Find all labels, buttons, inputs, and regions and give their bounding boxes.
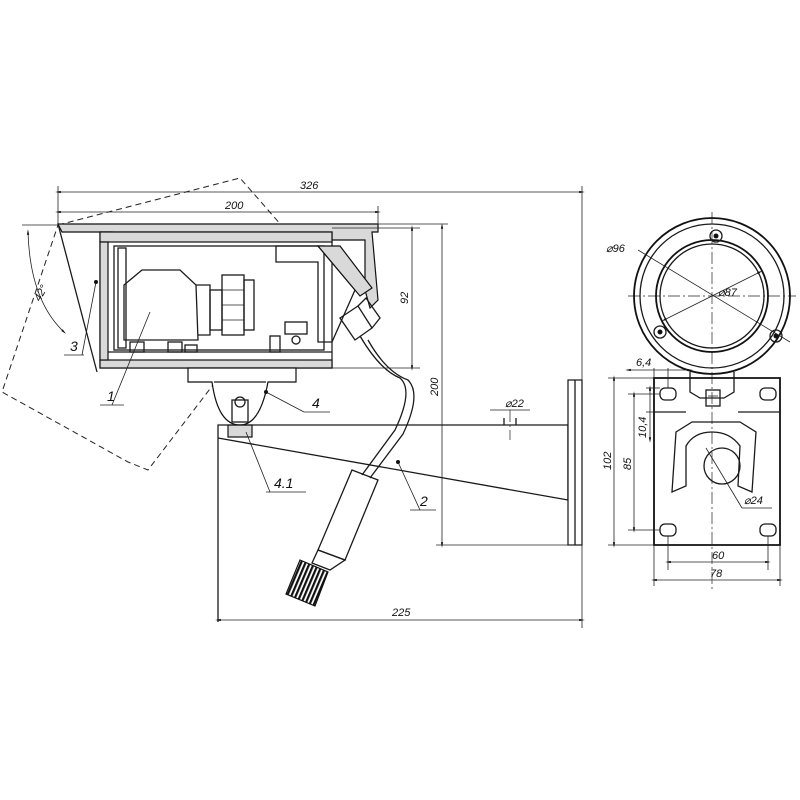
bracket-arm (217, 424, 569, 501)
housing-top-wall (99, 231, 333, 243)
dim-hole-spacing-horizontal: 60 (712, 550, 725, 562)
knurled-plug (285, 559, 329, 607)
housing-bottom-wall (99, 359, 333, 369)
plate-hole-br (759, 523, 777, 537)
camera-housing (99, 231, 333, 369)
connector-c (184, 344, 198, 353)
mount-bolt (231, 399, 249, 423)
dim-front-outer-diameter: ⌀96 (606, 243, 626, 255)
dim-overall-height: 200 (429, 377, 441, 397)
front-view: ⌀96 ⌀87 6,4 10,4 102 (602, 212, 796, 590)
leader-2 (397, 461, 421, 511)
front-screw-top (709, 229, 723, 243)
leader-24 (705, 447, 743, 509)
dim-housing-height: 92 (399, 292, 411, 304)
leader-3 (81, 281, 97, 356)
terminal-post (291, 335, 301, 345)
dim-mount-slot: 10,4 (637, 417, 649, 438)
callout-4: 4 (312, 395, 320, 411)
front-screw-left (653, 325, 667, 339)
cable-gland (339, 305, 373, 341)
dim-plate-height: 102 (602, 452, 614, 470)
front-bolt-hole (703, 447, 741, 485)
dim-line-87 (661, 270, 763, 322)
gland-nut (357, 296, 381, 329)
connector-a (129, 341, 145, 353)
plate-hole-tl (659, 387, 677, 401)
cable-connector (317, 469, 379, 561)
dim-arc-42 (26, 229, 67, 334)
front-housing-rim (639, 223, 785, 369)
pivot-bolt (234, 396, 246, 408)
tilted-housing-outline (1, 177, 311, 471)
callout-4-1: 4.1 (274, 475, 293, 491)
dim-tilt-angle: 42° (32, 283, 51, 304)
front-window-inner (659, 243, 765, 349)
dim-overall-length: 326 (300, 180, 319, 192)
leader-1 (111, 311, 151, 406)
leader-dot-3 (94, 280, 98, 284)
pivot-mount (187, 367, 297, 426)
front-neck-slot (705, 389, 721, 407)
dim-housing-length: 200 (224, 200, 244, 212)
dim-plate-width: 78 (710, 568, 723, 580)
side-view: 326 200 92 200 42° 225 ⌀22 1 2 (1, 177, 585, 628)
front-housing-outer (633, 217, 791, 375)
mount-nut (227, 424, 253, 438)
connector-b (167, 341, 183, 353)
front-mount-plate (653, 377, 781, 546)
dim-bracket-length: 225 (391, 607, 411, 619)
dim-front-inner-diameter: ⌀87 (718, 287, 738, 299)
callout-2: 2 (419, 493, 428, 509)
plate-hole-tr (759, 387, 777, 401)
leader-4 (265, 391, 305, 413)
connector-neck (311, 549, 347, 571)
dim-mount-offset: 6,4 (636, 357, 651, 369)
terminal-block (269, 335, 281, 353)
leader-dot-2 (396, 460, 400, 464)
front-screw-top-center (713, 233, 719, 239)
leader-dot-4 (264, 390, 268, 394)
front-screw-left-center (657, 329, 663, 335)
cable-edge (367, 339, 415, 479)
leader-41 (245, 431, 271, 493)
front-neck (689, 372, 735, 399)
window-frame (316, 245, 373, 297)
rear-board (117, 247, 127, 349)
plate-hole-bl (659, 523, 677, 537)
dim-bracket-hole: ⌀22 (505, 398, 524, 410)
front-screw-right (769, 329, 783, 343)
housing-rear-wall (99, 241, 109, 361)
inner-chassis (113, 245, 325, 351)
terminal-screw (284, 321, 308, 335)
cable (359, 335, 407, 476)
dim-mount-hole: ⌀24 (744, 495, 763, 507)
dim-hole-spacing-vertical: 85 (622, 457, 634, 470)
front-u-support (671, 421, 757, 494)
callout-1: 1 (107, 388, 115, 404)
callout-3: 3 (70, 338, 78, 354)
